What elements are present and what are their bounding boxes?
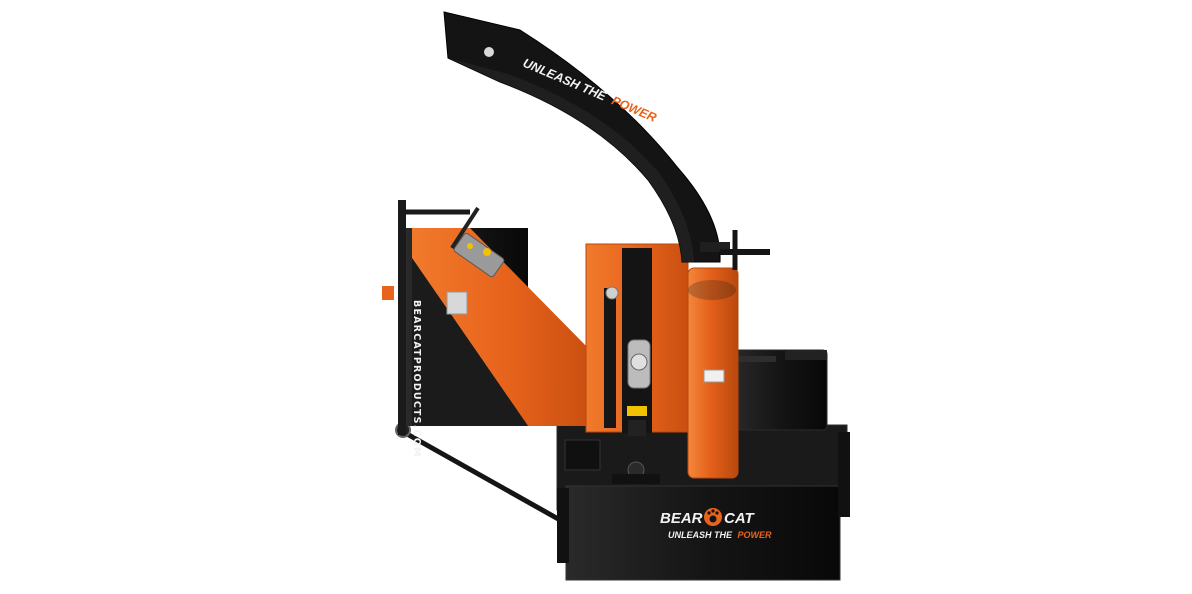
chipper-housing xyxy=(585,243,689,436)
flywheel-drum xyxy=(687,267,739,479)
badge-brand-left: BEAR xyxy=(660,510,703,527)
brand-badge: BEAR CAT UNLEASH THE POWER xyxy=(660,508,772,540)
engine-block xyxy=(729,349,828,431)
drive-assembly xyxy=(612,436,660,484)
hopper-website-text: BEARCATPRODUCTS.COM xyxy=(411,300,422,458)
badge-slogan-highlight: POWER xyxy=(738,530,773,540)
badge-slogan: UNLEASH THE POWER xyxy=(668,530,772,540)
feed-hopper: BEARCATPRODUCTS.COM xyxy=(382,200,592,458)
badge-slogan-prefix: UNLEASH THE xyxy=(668,530,733,540)
control-valve xyxy=(406,206,505,278)
badge-brand-right: CAT xyxy=(724,510,756,527)
